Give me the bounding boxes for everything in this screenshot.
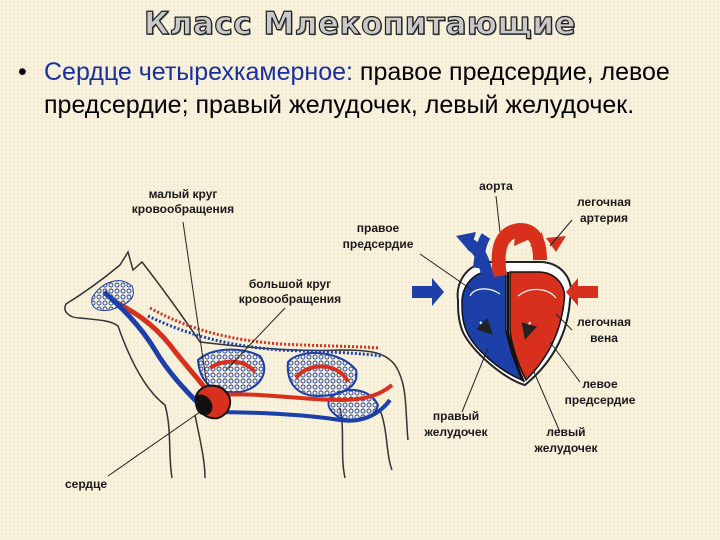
- small-circle-line: [182, 221, 208, 387]
- bullet-marker: •: [18, 58, 27, 86]
- label-right-ventricle-1: правый: [433, 409, 479, 423]
- label-big-circle-1: большой круг: [249, 277, 331, 291]
- label-left-ventricle-2: желудочек: [533, 441, 598, 455]
- label-small-circle-1: малый круг: [149, 187, 218, 201]
- arrow-pulm-vein-in: [566, 278, 598, 306]
- arrow-pulm-artery-left: [456, 232, 476, 252]
- vena-cava-vessel: [473, 233, 491, 269]
- animal-heart-right: [195, 394, 213, 416]
- label-pulm-artery-1: легочная: [577, 195, 631, 209]
- heart-line: [107, 411, 201, 477]
- label-right-atrium-1: правое: [357, 221, 400, 235]
- pulm-artery-line: [549, 219, 573, 247]
- label-right-ventricle-2: желудочек: [423, 425, 488, 439]
- right-ventricle-line: [461, 347, 489, 413]
- back-veins: [147, 314, 383, 358]
- vena-cava-body: [204, 398, 392, 423]
- arrow-aorta: [514, 226, 532, 246]
- aorta-line: [495, 195, 501, 233]
- label-big-circle-2: кровообращения: [239, 292, 341, 306]
- septum: [507, 272, 525, 383]
- label-heart: сердце: [65, 477, 107, 491]
- aorta-body: [219, 383, 394, 403]
- flow-arrow-left: [521, 321, 537, 340]
- animal-diagram: малый круг кровообращения большой круг к…: [64, 187, 409, 491]
- left-atrium-line: [549, 341, 581, 383]
- bullet-point: • Сердце четырехкамерное: правое предсер…: [18, 56, 708, 122]
- left-atrium-outline: [517, 288, 557, 299]
- bullet-highlight: Сердце четырехкамерное:: [44, 58, 353, 86]
- back-vessels: [149, 306, 381, 350]
- right-atrium-outline: [469, 288, 501, 297]
- bullet-text: Сердце четырехкамерное: правое предсерди…: [44, 56, 708, 122]
- label-left-ventricle-1: левый: [546, 425, 585, 439]
- arrow-aorta-right: [530, 232, 546, 252]
- big-circle-line: [225, 307, 286, 371]
- neck-vein: [102, 290, 202, 407]
- right-atrium-line: [419, 253, 473, 291]
- label-left-atrium-2: предсердие: [565, 393, 636, 407]
- label-pulm-vein-2: вена: [590, 331, 618, 345]
- heart-diagram: аорта легочная артерия правое предсердие…: [343, 179, 636, 455]
- pulm-vein-line: [555, 313, 573, 331]
- organ-artery: [294, 364, 350, 384]
- label-pulm-vein-1: легочная: [577, 315, 631, 329]
- flow-arrow-right: [475, 317, 493, 335]
- left-ventricle-line: [533, 371, 561, 433]
- organ-capillaries: [286, 352, 358, 398]
- arrow-right-in: [412, 278, 444, 306]
- label-pulm-artery-2: артерия: [580, 211, 628, 225]
- bullet-body: правое предсердие, левое предсердие; пра…: [44, 58, 670, 119]
- slide-title: Класс Млекопитающие: [143, 5, 577, 42]
- label-left-atrium-1: левое: [582, 377, 618, 391]
- neck-artery: [110, 297, 213, 397]
- label-small-circle-2: кровообращения: [132, 202, 234, 216]
- left-heart: [509, 271, 566, 382]
- label-aorta: аорта: [479, 179, 513, 193]
- label-right-atrium-2: предсердие: [343, 237, 414, 251]
- head-capillaries: [91, 280, 134, 311]
- arrow-pulm-artery-right: [546, 236, 566, 252]
